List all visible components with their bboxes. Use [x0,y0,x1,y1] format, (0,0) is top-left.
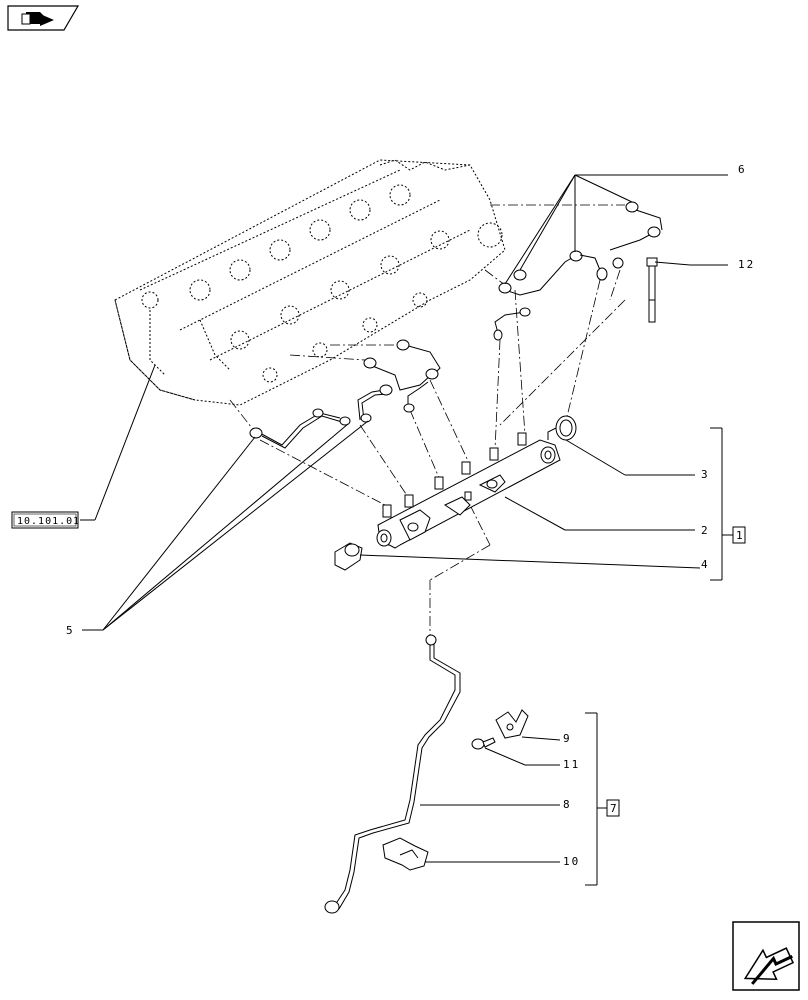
callout-10: 10 [563,855,580,868]
callout-12: 12 [738,258,755,271]
cylinder-head [114,159,506,406]
injector-pipes-lower [249,339,441,449]
fuel-rail [376,432,561,549]
next-page-arrow-icon[interactable] [732,921,800,991]
book-arrow-icon[interactable] [7,5,80,31]
pressure-sensor [547,415,577,441]
callout-7: 7 [610,802,619,815]
leader-lines [80,174,733,886]
relief-valve [334,542,363,571]
callout-3: 3 [701,468,710,481]
callout-2: 2 [701,524,710,537]
clamp [495,709,529,739]
injector-pipes-upper [493,201,663,341]
high-pressure-pipe [324,634,461,914]
callout-5: 5 [66,624,75,637]
callout-11: 11 [563,758,580,771]
callout-7-box[interactable]: 7 [606,799,620,817]
callout-9: 9 [563,732,572,745]
callout-1-box[interactable]: 1 [732,526,746,544]
callout-1: 1 [736,529,745,542]
callout-8: 8 [563,798,572,811]
bracket [382,837,429,871]
reference-box[interactable]: 10.101.01 [11,511,80,529]
reference-box-label: 10.101.01 [17,516,80,527]
bolt [471,737,496,750]
callout-6: 6 [738,163,747,176]
callout-4: 4 [701,558,710,571]
alignment-lines [229,204,626,635]
stud-bolt [646,257,658,323]
